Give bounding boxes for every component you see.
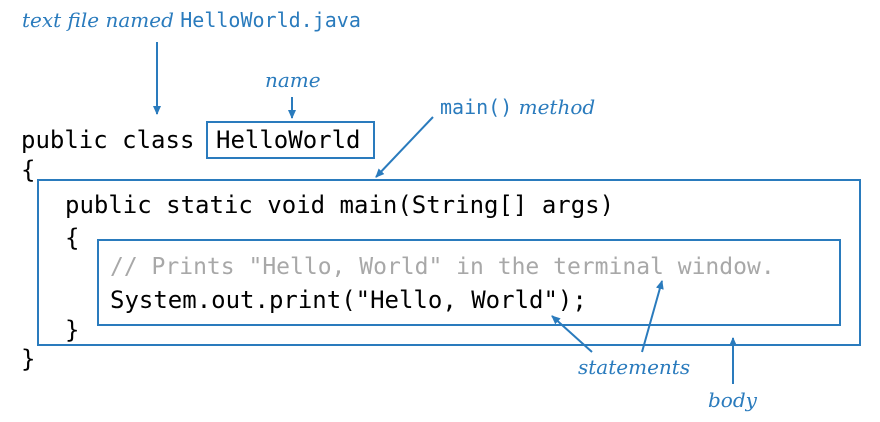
class-name: HelloWorld [216,126,361,154]
statements-box [97,239,841,326]
method-open-brace: { [65,224,80,252]
class-close-brace: } [21,345,36,373]
statements-arrow-2 [641,280,664,353]
body-label: body [708,388,757,412]
main-method-code: main() [440,95,513,119]
method-close-brace: } [65,316,80,344]
main-method-arrow [375,116,434,178]
file-label-prefix: text file named [22,8,174,32]
body-box [37,179,861,346]
main-method-word: method [518,95,596,119]
class-open-brace: { [21,156,36,184]
file-label: text file named HelloWorld.java [22,10,361,30]
comment-line: // Prints "Hello, World" in the terminal… [110,254,775,280]
main-method-label: main() method [440,97,595,117]
statements-label: statements [578,355,691,379]
name-label: name [265,68,321,92]
statements-arrow-1 [551,315,593,353]
class-name-box [206,121,375,159]
class-declaration-keywords: public class [21,126,195,154]
file-label-name: HelloWorld.java [180,8,361,32]
print-statement: System.out.print("Hello, World"); [110,286,587,314]
method-signature: public static void main(String[] args) [65,191,615,219]
